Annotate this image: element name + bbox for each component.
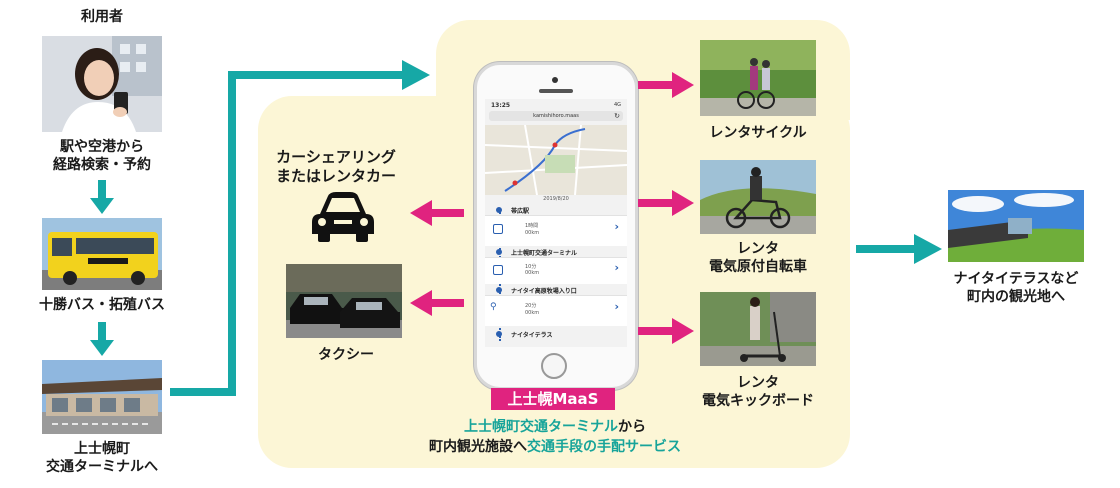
status-signal: 4G bbox=[613, 102, 621, 108]
bus-icon bbox=[493, 224, 503, 234]
user-heading: 利用者 bbox=[81, 9, 123, 25]
chevron-right-icon[interactable]: › bbox=[614, 220, 619, 233]
cycle-caption: レンタサイクル bbox=[709, 125, 807, 141]
maas-badge: 上士幌MaaS bbox=[491, 388, 615, 410]
arrow-to-cycle bbox=[638, 72, 694, 98]
leg-row-2[interactable]: 10分 00km › bbox=[485, 257, 627, 284]
arrow-to-ebike bbox=[638, 190, 694, 216]
bicycle-icon: ⚲ bbox=[490, 302, 497, 312]
chevron-right-icon[interactable]: › bbox=[614, 300, 619, 313]
down-arrow-2 bbox=[90, 322, 114, 356]
stop-3: ナイタイ高原牧場入り口 bbox=[511, 288, 577, 295]
bus-caption: 十勝バス・拓殖バス bbox=[39, 297, 165, 313]
arrow-to-car bbox=[410, 200, 464, 226]
kickboard-caption-line1: レンタ bbox=[737, 375, 779, 391]
bus-photo bbox=[42, 218, 162, 290]
carshare-line2: またはレンタカー bbox=[276, 167, 397, 185]
maas-terminal-text: 上士幌町交通ターミナル bbox=[464, 419, 618, 435]
stop-dot-3 bbox=[496, 287, 502, 293]
leg-row-1[interactable]: 1時間 00km › bbox=[485, 215, 627, 246]
phone-screen: 13:25 4G kamishihoro.maas ↻ 2019/8/20 帯広… bbox=[485, 99, 627, 347]
home-button[interactable] bbox=[541, 353, 567, 379]
terminal-caption-line2: 交通ターミナルへ bbox=[46, 459, 158, 475]
leg-row-3[interactable]: ⚲ 20分 00km › bbox=[485, 295, 627, 326]
arrow-to-kickboard bbox=[638, 318, 694, 344]
stop-dot-2 bbox=[496, 249, 502, 255]
url-bar[interactable]: kamishihoro.maas ↻ bbox=[489, 111, 623, 121]
maas-facilities-text: 町内観光施設へ bbox=[429, 439, 527, 455]
terminal-photo bbox=[42, 360, 162, 434]
stop-2: 上士幌町交通ターミナル bbox=[511, 250, 578, 257]
url-text: kamishihoro.maas bbox=[533, 113, 579, 119]
maas-description-line1: 上士幌町交通ターミナルから bbox=[420, 416, 690, 436]
destination-caption-line1: ナイタイテラスなど bbox=[953, 271, 1079, 287]
smartphone: 13:25 4G kamishihoro.maas ↻ 2019/8/20 帯広… bbox=[474, 62, 638, 390]
camera-icon bbox=[552, 77, 558, 83]
leg-3-time: 20分 bbox=[525, 303, 537, 309]
arrow-to-taxi bbox=[410, 290, 464, 316]
stop-dot-1 bbox=[496, 207, 502, 213]
cycle-photo bbox=[700, 40, 816, 116]
ebike-caption-line2: 電気原付自転車 bbox=[709, 259, 807, 275]
maas-from-text: から bbox=[618, 419, 646, 435]
ebike-caption-line1: レンタ bbox=[737, 241, 779, 257]
destination-photo bbox=[948, 190, 1084, 262]
speaker-grille bbox=[539, 89, 573, 93]
user-caption-line1: 駅や空港から bbox=[60, 139, 144, 155]
taxi-photo bbox=[286, 264, 402, 338]
leg-3-dist: 00km bbox=[525, 310, 540, 316]
bus-icon bbox=[493, 265, 503, 275]
terminal-to-service-arrow bbox=[170, 60, 430, 396]
stop-4: ナイタイテラス bbox=[511, 332, 553, 339]
leg-2-dist: 00km bbox=[525, 270, 540, 276]
stop-1: 帯広駅 bbox=[511, 208, 530, 215]
leg-2-time: 10分 bbox=[525, 264, 537, 270]
car-icon bbox=[312, 192, 374, 242]
taxi-caption: タクシー bbox=[318, 347, 374, 363]
stop-dot-4 bbox=[496, 331, 502, 337]
kickboard-photo bbox=[700, 292, 816, 366]
chevron-right-icon[interactable]: › bbox=[614, 261, 619, 274]
destination-caption-line2: 町内の観光地へ bbox=[967, 289, 1065, 305]
carshare-line1: カーシェアリング bbox=[276, 148, 396, 166]
route-map[interactable] bbox=[485, 125, 627, 195]
status-time: 13:25 bbox=[491, 102, 511, 109]
down-arrow-1 bbox=[90, 180, 114, 214]
map-date: 2019/8/20 bbox=[543, 196, 569, 202]
user-photo bbox=[42, 36, 162, 132]
reload-icon[interactable]: ↻ bbox=[614, 112, 620, 120]
leg-1-dist: 00km bbox=[525, 230, 540, 236]
user-caption-line2: 経路検索・予約 bbox=[53, 157, 151, 173]
terminal-caption-line1: 上士幌町 bbox=[74, 441, 130, 457]
maas-arrangement-text: 交通手段の手配サービス bbox=[527, 439, 681, 455]
ebike-photo bbox=[700, 160, 816, 234]
kickboard-caption-line2: 電気キックボード bbox=[702, 393, 814, 409]
service-to-destination-arrow bbox=[856, 234, 942, 264]
maas-description-line2: 町内観光施設へ交通手段の手配サービス bbox=[380, 436, 730, 456]
leg-1-time: 1時間 bbox=[525, 223, 539, 229]
